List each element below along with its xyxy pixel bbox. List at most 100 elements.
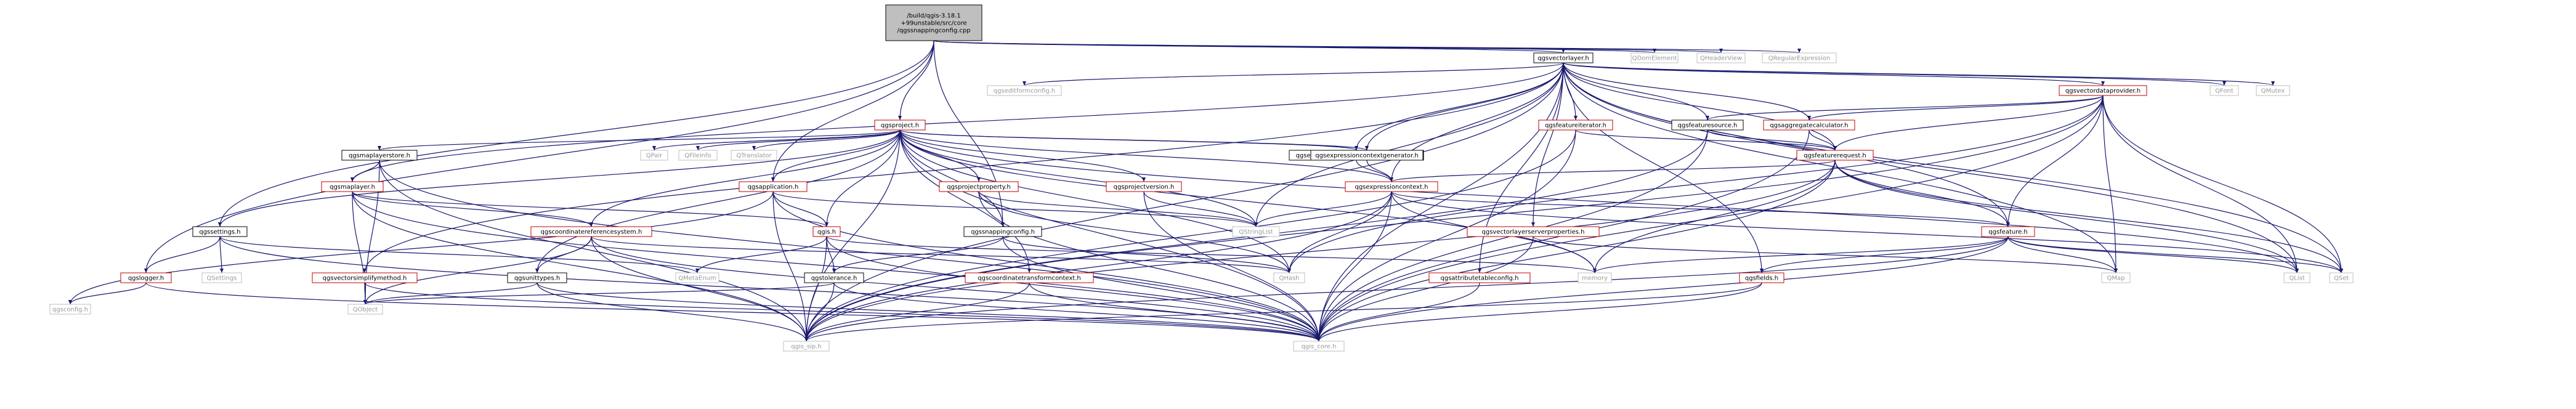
edge-qgscrs-to-qgis_sip (591, 236, 808, 342)
edge-qgsfeatureiterator-to-qgis_sip (804, 129, 1576, 342)
edge-qgsfeature-to-qset (2007, 236, 2343, 273)
node-qgsmaplayer[interactable]: qgsmaplayer.h (321, 181, 384, 192)
node-qmutex: QMutex (2256, 85, 2290, 96)
node-qgsproject[interactable]: qgsproject.h (874, 119, 926, 131)
edge-qgsproject-to-qgscttcontext (899, 129, 1031, 273)
edge-qgsattrtableconfig-to-qgis_core (1317, 282, 1480, 342)
node-qgsfeaturerequest[interactable]: qgsfeaturerequest.h (1796, 150, 1874, 161)
edges-layer (68, 40, 2343, 342)
node-qlist: QList (2283, 272, 2311, 283)
edge-qgsapplication-to-qgis (772, 191, 828, 227)
node-root[interactable]: /build/qgis-3.18.1+99unstable/src/core/q… (885, 4, 982, 41)
node-label: qgis_core.h (1302, 344, 1337, 350)
edge-qgsapplication-to-qgsconfig (68, 191, 774, 305)
edge-qgssnappingconfig-to-qgis_core (1002, 236, 1321, 342)
node-qgslogger[interactable]: qgslogger.h (120, 272, 172, 283)
edge-qgsproject-to-qgssnappingconfig (899, 129, 1005, 227)
node-qgsvectordataprovider[interactable]: qgsvectordataprovider.h (2059, 85, 2147, 96)
edge-qgsproject-to-qgsapplication (771, 129, 901, 182)
node-qgstolerance[interactable]: qgstolerance.h (804, 272, 864, 283)
edge-qgsfeature-to-qmap (2007, 236, 2118, 273)
node-qgis[interactable]: qgis.h (812, 226, 841, 237)
edge-qgslogger-to-qgis_core (145, 282, 1321, 342)
node-label: QTranslator (736, 153, 772, 160)
node-qgssettings[interactable]: qgssettings.h (192, 226, 248, 237)
node-label: qgssnappingconfig.h (971, 229, 1035, 236)
edge-qgsvectorlayer-to-qfont (1563, 62, 2226, 86)
edge-qgsproject-to-qgis (825, 129, 901, 227)
edge-qgscrs-to-qgis_core (591, 236, 1321, 342)
edge-qgsproject-to-qlist (899, 129, 2299, 273)
node-qgsattrtableconfig[interactable]: qgsattributetableconfig.h (1428, 272, 1531, 283)
node-qgsexprgen[interactable]: qgsexpressioncontextgenerator.h (1310, 150, 1424, 161)
edge-qgsfeaturerequest-to-memory (1593, 160, 1836, 273)
edge-qgsexprgen-to-qgsexpressioncontext (1366, 160, 1393, 182)
node-qgscttcontext[interactable]: qgscoordinatetransformcontext.h (965, 272, 1094, 283)
node-label: qgsunittypes.h (514, 275, 560, 282)
node-qgsprojectproperty[interactable]: qgsprojectproperty.h (939, 181, 1019, 192)
edge-qgsproject-to-qgsexprgen (899, 129, 1369, 151)
node-qgsaggregatecalculator[interactable]: qgsaggregatecalculator.h (1763, 119, 1855, 131)
node-qgssnappingconfig[interactable]: qgssnappingconfig.h (963, 226, 1042, 237)
node-label: QSet (2334, 275, 2349, 282)
node-qmetaenum: QMetaEnum (675, 272, 719, 283)
edge-qgsproject-to-qgis_core (899, 129, 1321, 342)
edge-qgsvectorlayer-to-qgsexprscopegen (1355, 62, 1564, 151)
edge-qgsmaplayer-to-qgis (352, 191, 828, 227)
node-qgscrs[interactable]: qgscoordinatereferencesystem.h (530, 226, 652, 237)
node-qgsexpressioncontext[interactable]: qgsexpressioncontext.h (1345, 181, 1438, 192)
node-label: QHash (1279, 275, 1299, 282)
node-label: qgsfields.h (1745, 275, 1778, 282)
node-qgsfields[interactable]: qgsfields.h (1739, 272, 1784, 283)
edge-qgsvectordataprovider-to-qgsfeaturerequest (1833, 95, 2104, 151)
edge-qgsvectordataprovider-to-qhash (1287, 95, 2104, 273)
node-label: qgsfeature.h (1988, 229, 2028, 236)
edge-qgsvectordataprovider-to-qgsfeature (2006, 95, 2104, 227)
edge-qgis-to-qgstolerance (826, 236, 836, 273)
edge-qgsmaplayerstore-to-qgsmaplayer (350, 160, 380, 182)
node-qgsfeatureiterator[interactable]: qgsfeatureiterator.h (1538, 119, 1613, 131)
node-qgsprojectversion[interactable]: qgsprojectversion.h (1106, 181, 1182, 192)
node-qgsvectorlayer[interactable]: qgsvectorlayer.h (1533, 52, 1594, 63)
edge-qgsprojectversion-to-qstringlist (1143, 191, 1258, 227)
edge-qgsfields-to-qgis_core (1317, 282, 1762, 342)
node-qgsfeaturesource[interactable]: qgsfeaturesource.h (1671, 119, 1744, 131)
node-label: qgsvectorlayerserverproperties.h (1482, 229, 1585, 236)
edge-qgsprojectproperty-to-qgis_core (978, 191, 1321, 342)
node-qgsapplication[interactable]: qgsapplication.h (739, 181, 808, 192)
node-qpair: QPair (640, 150, 668, 161)
edge-qgsfeature-to-qlist (2007, 236, 2299, 273)
edge-qgsmaplayerstore-to-qgis_core (379, 160, 1321, 342)
edge-qgsvectorlayer-to-qgsvectorsimplify (363, 62, 1564, 273)
edge-qgsvectorlayer-to-qgsmaplayer (350, 62, 1564, 182)
edge-qgis-to-memory (826, 236, 1597, 273)
edge-qgsvectorlayer-to-qgis_sip (804, 62, 1564, 342)
node-qtranslator: QTranslator (731, 150, 777, 161)
edge-qgsfeaturerequest-to-qlist (1834, 160, 2299, 273)
edge-qgsvectorlayer-to-qgsvectordataprovider (1563, 62, 2105, 86)
edge-qgsapplication-to-qgis_core (772, 191, 1321, 342)
edge-qgsexpressioncontext-to-qstringlist (1254, 191, 1392, 227)
node-qgsvlserverprops[interactable]: qgsvectorlayerserverproperties.h (1467, 226, 1600, 237)
node-qobject: QObject (347, 304, 383, 315)
edge-root-to-qgsapplication (771, 40, 934, 182)
edge-qgsaggregatecalculator-to-qgsfeaturerequest (1808, 129, 1837, 151)
edge-qgsfeature-to-memory (1593, 236, 2009, 273)
edge-qgsvectorlayer-to-qgsfeaturesource (1563, 62, 1709, 121)
node-label: qgsconfig.h (52, 307, 88, 314)
edge-qgsprojectproperty-to-qhash (978, 191, 1291, 273)
node-qgsvectorsimplify[interactable]: qgsvectorsimplifymethod.h (312, 272, 418, 283)
edge-qgsfeaturesource-to-qgsfeaturerequest (1707, 129, 1837, 151)
edge-qgsproject-to-qtranslator (752, 129, 901, 151)
edge-qgsvectorlayer-to-qgseditformconfig (1023, 62, 1564, 86)
edge-qgsfields-to-qgis_sip (804, 282, 1762, 342)
edge-qgsexpressioncontext-to-qset (1391, 191, 2343, 273)
edge-qgslogger-to-qgsconfig (68, 282, 147, 305)
node-label: QHeaderView (1700, 55, 1742, 62)
edge-qgsproject-to-qgssettings (218, 129, 901, 227)
node-qgsfeature[interactable]: qgsfeature.h (1981, 226, 2035, 237)
node-label: QObject (353, 307, 378, 314)
node-qgsunittypes[interactable]: qgsunittypes.h (507, 272, 567, 283)
node-label: qgslogger.h (128, 275, 164, 282)
node-qgsmaplayerstore[interactable]: qgsmaplayerstore.h (341, 150, 418, 161)
